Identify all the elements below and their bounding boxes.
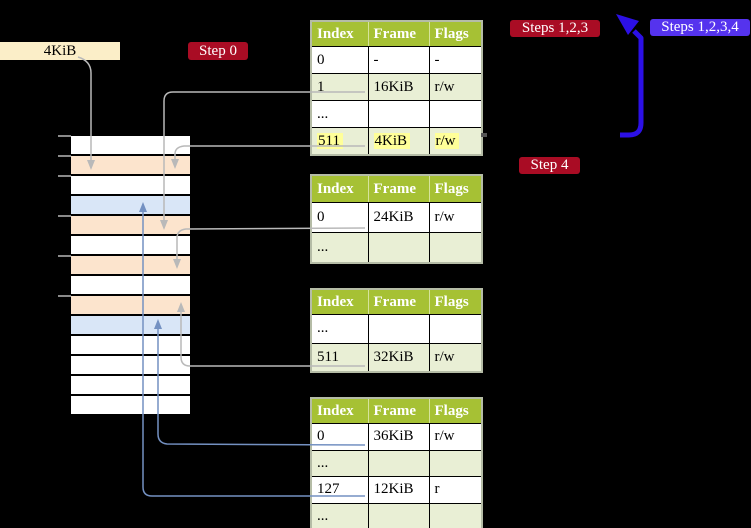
steps-123-badge: Steps 1,2,3 bbox=[510, 20, 600, 37]
table-cell: ... bbox=[310, 449, 369, 477]
highlighted-value: 511 bbox=[317, 132, 343, 149]
table-cell bbox=[428, 100, 483, 128]
table-row: ... bbox=[310, 232, 483, 264]
table-cell: 24KiB bbox=[367, 202, 430, 233]
highlighted-value: 4KiB bbox=[373, 132, 411, 149]
memory-frame-row-orange bbox=[71, 256, 190, 276]
header-cell: Index bbox=[311, 175, 368, 203]
table-cell bbox=[367, 100, 430, 128]
table-row: ... bbox=[310, 100, 483, 128]
header-cell: Index bbox=[311, 21, 368, 47]
memory-frame-row-white bbox=[71, 376, 190, 396]
steps-flow-arrow bbox=[620, 29, 644, 138]
step-0-badge: Step 0 bbox=[188, 42, 248, 60]
table-cell bbox=[367, 314, 430, 344]
table-row: 0-- bbox=[310, 46, 483, 74]
memory-frame-row-orange bbox=[71, 216, 190, 236]
memory-tick-marks bbox=[58, 135, 71, 297]
memory-frame-row-blue bbox=[71, 196, 190, 216]
header-cell: Frame bbox=[367, 289, 429, 315]
table-cell: - bbox=[367, 46, 430, 74]
table-cell bbox=[367, 232, 430, 264]
memory-frame-row-white bbox=[71, 176, 190, 196]
table-cell: 0 bbox=[310, 423, 369, 451]
steps-flow-arrowhead-icon bbox=[616, 14, 639, 35]
table-cell bbox=[428, 449, 483, 477]
table-cell: ... bbox=[310, 502, 369, 528]
table-row: 511 4KiB r/w bbox=[310, 127, 483, 156]
header-cell: Index bbox=[311, 398, 368, 424]
table-cell: r/w bbox=[428, 73, 483, 101]
table-cell: r bbox=[428, 476, 483, 504]
memory-frame-row-white bbox=[71, 396, 190, 416]
table-cell bbox=[428, 232, 483, 264]
page-size-label: 4KiB bbox=[0, 42, 120, 60]
table-cell: r/w bbox=[428, 202, 483, 233]
table-cell bbox=[428, 502, 483, 528]
table-cell bbox=[428, 314, 483, 344]
table-cell: 1 bbox=[310, 73, 369, 101]
header-cell: Flags bbox=[428, 398, 482, 424]
memory-frame-row-white bbox=[71, 236, 190, 256]
table-cell: 511 bbox=[310, 127, 369, 156]
memory-frame-row-white bbox=[71, 276, 190, 296]
table-cell: ... bbox=[310, 100, 369, 128]
memory-frame-row-white bbox=[71, 356, 190, 376]
table-cell: 0 bbox=[310, 46, 369, 74]
table-cell: 12KiB bbox=[367, 476, 430, 504]
table-cell: - bbox=[428, 46, 483, 74]
memory-frame-row-white bbox=[71, 136, 190, 156]
header-cell: Flags bbox=[428, 21, 482, 47]
table-cell: r/w bbox=[428, 342, 483, 373]
memory-frame-row-blue bbox=[71, 316, 190, 336]
table-cell bbox=[367, 502, 430, 528]
table-row: ... bbox=[310, 502, 483, 528]
header-cell: Frame bbox=[367, 175, 429, 203]
table-cell: 511 bbox=[310, 342, 369, 373]
table-cell: r/w bbox=[428, 423, 483, 451]
header-cell: Frame bbox=[367, 21, 429, 47]
table-cell: 36KiB bbox=[367, 423, 430, 451]
header-cell: Frame bbox=[367, 398, 429, 424]
table-cell: 32KiB bbox=[367, 342, 430, 373]
highlighted-value: r/w bbox=[434, 132, 459, 149]
header-cell: Flags bbox=[428, 289, 482, 315]
step-4-badge: Step 4 bbox=[519, 157, 580, 174]
memory-frame-row-white bbox=[71, 336, 190, 356]
table-cell: r/w bbox=[428, 127, 483, 156]
header-cell: Flags bbox=[428, 175, 482, 203]
physical-memory-column bbox=[71, 136, 190, 416]
table-cell: 16KiB bbox=[367, 73, 430, 101]
table-cell: 4KiB bbox=[367, 127, 430, 156]
steps-1234-badge: Steps 1,2,3,4 bbox=[650, 19, 750, 36]
table-row: ... bbox=[310, 314, 483, 344]
memory-frame-row-orange bbox=[71, 156, 190, 176]
table-row: ... bbox=[310, 449, 483, 477]
memory-frame-row-orange bbox=[71, 296, 190, 316]
table-cell bbox=[367, 449, 430, 477]
table-cell: ... bbox=[310, 232, 369, 264]
table-cell: 127 bbox=[310, 476, 369, 504]
table-cell: ... bbox=[310, 314, 369, 344]
header-cell: Index bbox=[311, 289, 368, 315]
table-cell: 0 bbox=[310, 202, 369, 233]
